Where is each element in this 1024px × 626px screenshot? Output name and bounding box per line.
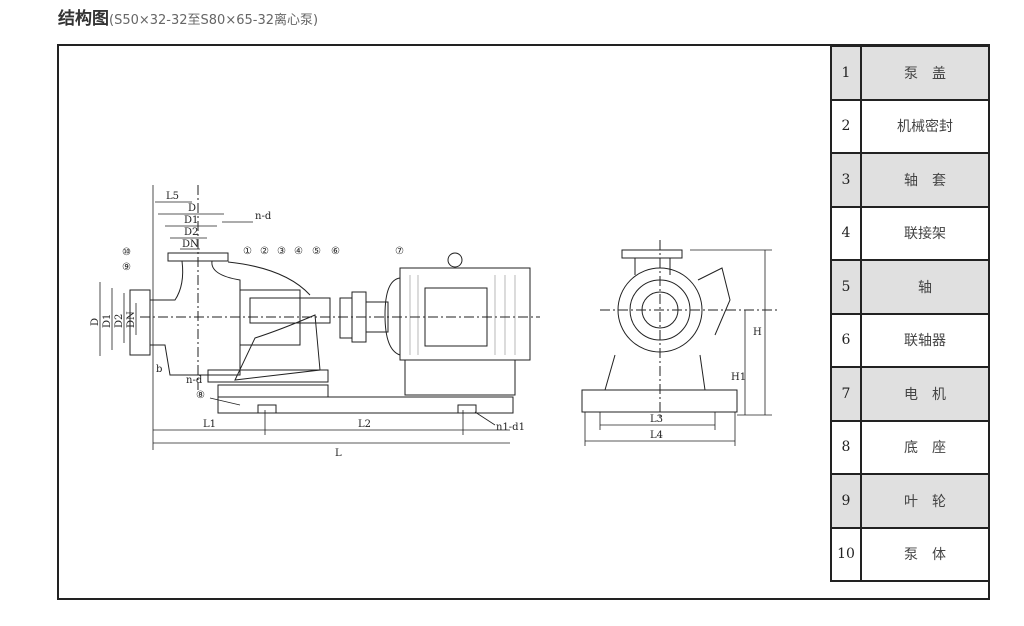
end-view-dimensions bbox=[584, 249, 772, 446]
side-view-dimensions bbox=[99, 185, 510, 450]
svg-text:n-d: n-d bbox=[255, 211, 272, 222]
svg-text:③: ③ bbox=[277, 246, 286, 257]
svg-text:⑥: ⑥ bbox=[331, 246, 340, 257]
svg-text:D1: D1 bbox=[184, 215, 198, 226]
svg-text:D2: D2 bbox=[184, 227, 198, 238]
part-name: 联轴器 bbox=[860, 312, 990, 368]
part-name: 轴 套 bbox=[860, 152, 990, 208]
svg-text:D: D bbox=[90, 318, 101, 326]
svg-text:⑨: ⑨ bbox=[122, 262, 131, 273]
svg-text:D1: D1 bbox=[102, 314, 113, 328]
svg-text:⑩: ⑩ bbox=[122, 247, 131, 258]
svg-text:H1: H1 bbox=[731, 372, 746, 383]
svg-text:L: L bbox=[335, 448, 342, 459]
svg-text:L3: L3 bbox=[650, 414, 663, 425]
svg-text:D: D bbox=[188, 203, 196, 214]
svg-text:D2: D2 bbox=[114, 314, 125, 328]
part-name: 泵 盖 bbox=[860, 45, 990, 101]
part-name: 叶 轮 bbox=[860, 473, 990, 529]
svg-text:⑤: ⑤ bbox=[312, 246, 321, 257]
pump-end-view bbox=[581, 240, 780, 420]
svg-text:n-d: n-d bbox=[186, 375, 203, 386]
svg-text:L4: L4 bbox=[650, 430, 663, 441]
svg-text:②: ② bbox=[260, 246, 269, 257]
part-name: 底 座 bbox=[860, 419, 990, 475]
svg-text:⑦: ⑦ bbox=[395, 246, 404, 257]
svg-text:DN: DN bbox=[182, 239, 199, 250]
svg-text:n1-d1: n1-d1 bbox=[496, 422, 525, 433]
side-view-labels: L5 D D1 D2 DN n-d ⑩ ⑨ ① ② ③ ④ ⑤ ⑥ ⑦ ⑧ D … bbox=[90, 191, 525, 459]
svg-text:L5: L5 bbox=[166, 191, 179, 202]
pump-side-view bbox=[129, 185, 540, 414]
svg-text:L2: L2 bbox=[358, 419, 371, 430]
title-subtitle: (S50×32-32至S80×65-32离心泵) bbox=[109, 13, 319, 28]
part-name: 联接架 bbox=[860, 205, 990, 261]
title-main: 结构图 bbox=[58, 9, 109, 29]
svg-text:⑧: ⑧ bbox=[196, 390, 205, 401]
svg-text:④: ④ bbox=[294, 246, 303, 257]
part-name: 电 机 bbox=[860, 366, 990, 422]
svg-text:DN: DN bbox=[126, 311, 137, 328]
end-view-labels: H H1 L3 L4 bbox=[650, 327, 762, 441]
svg-text:L1: L1 bbox=[203, 419, 216, 430]
svg-text:H: H bbox=[753, 327, 762, 338]
part-name: 泵 体 bbox=[860, 526, 990, 582]
part-name: 轴 bbox=[860, 259, 990, 315]
page-title: 结构图(S50×32-32至S80×65-32离心泵) bbox=[58, 4, 318, 29]
svg-text:b: b bbox=[156, 364, 162, 375]
drawing-frame bbox=[57, 44, 990, 600]
svg-text:①: ① bbox=[243, 246, 252, 257]
part-name: 机械密封 bbox=[860, 98, 990, 154]
